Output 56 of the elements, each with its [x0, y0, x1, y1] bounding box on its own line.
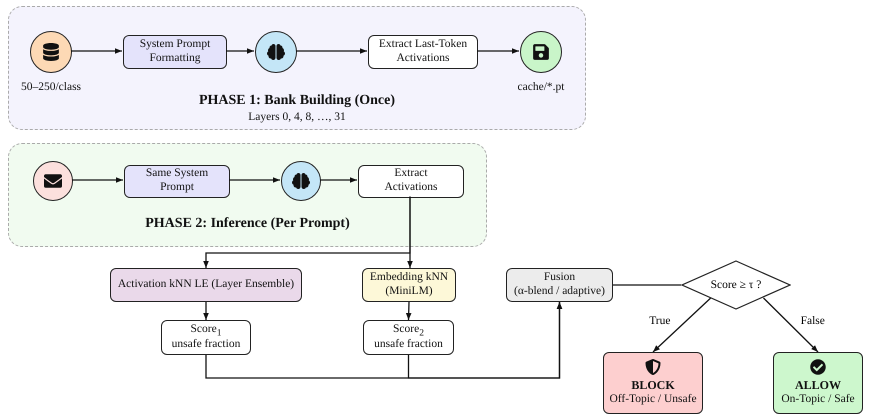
result-box: [773, 352, 863, 414]
arrow: [406, 302, 412, 320]
box-label: Score$_{1}$: [190, 322, 222, 338]
process-box: [123, 35, 227, 69]
icon-circle: [33, 161, 73, 201]
box-label: Activation kNN LE (Layer Ensemble): [118, 278, 294, 292]
arrow: [763, 298, 818, 352]
connector-line: [613, 284, 681, 286]
box-label: unsafe fraction: [172, 338, 240, 352]
process-box: [124, 164, 230, 198]
box-label: unsafe fraction: [374, 338, 443, 352]
phase-panel: [8, 6, 586, 130]
process-box: [161, 320, 251, 355]
arrow: [203, 302, 209, 320]
result-description: Off-Topic / Unsafe: [609, 392, 697, 407]
box-label: Embedding kNN (MiniLM): [368, 271, 450, 299]
arrow: [408, 302, 562, 379]
arrow: [71, 48, 122, 54]
icon-circle: [520, 31, 562, 73]
result-description: On-Topic / Safe: [781, 392, 855, 407]
process-box: [110, 268, 302, 302]
box-label: Extract Last-Token Activations: [378, 38, 468, 66]
phase-title: PHASE 1: Bank Building (Once): [198, 93, 396, 109]
icon-circle: [281, 161, 321, 201]
result-title: ALLOW: [794, 378, 841, 393]
box-label: System Prompt Formatting: [138, 38, 212, 66]
box-label: Fusion: [544, 271, 576, 285]
icon-circle: [30, 31, 72, 73]
process-box: [363, 320, 454, 355]
icon-circle: [255, 31, 297, 73]
box-label: Same System Prompt: [144, 167, 210, 195]
process-box: [368, 35, 478, 69]
arrow: [320, 177, 357, 183]
node-caption: cache/*.pt: [518, 81, 564, 93]
arrow: [229, 177, 280, 183]
phase-subtitle: Layers 0, 4, 8, …, 31: [247, 111, 347, 123]
box-label: Score$_{2}$: [393, 322, 424, 338]
edge-label: True: [647, 315, 672, 327]
result-box: [603, 352, 703, 414]
box-label: (α-blend / adaptive): [514, 285, 605, 299]
edge-label: False: [798, 315, 827, 327]
node-caption: 50–250/class: [20, 81, 82, 93]
arrow: [226, 48, 254, 54]
phase-panel: [8, 143, 487, 247]
arrow: [296, 48, 367, 54]
box-label: Extract Activations: [383, 167, 439, 195]
process-box: [358, 164, 464, 198]
decision-label: Score ≥ τ ?: [710, 279, 762, 291]
arrow: [477, 48, 519, 54]
arrow: [407, 196, 413, 268]
arrow: [72, 177, 123, 183]
arrow: [652, 298, 712, 352]
process-box: [362, 268, 456, 302]
result-title: BLOCK: [631, 378, 675, 393]
phase-title: PHASE 2: Inference (Per Prompt): [144, 216, 351, 232]
process-box: [506, 268, 613, 302]
